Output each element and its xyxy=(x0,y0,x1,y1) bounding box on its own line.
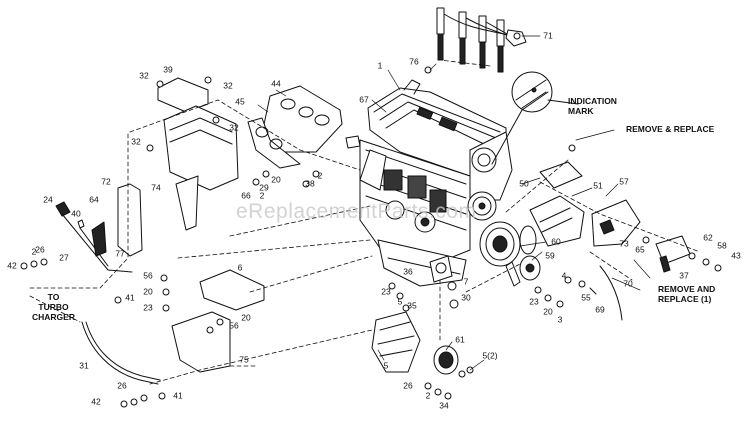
callout-23: 23 xyxy=(143,302,153,313)
callout-27: 27 xyxy=(59,252,69,263)
callout-1: 1 xyxy=(377,60,383,71)
callout-20: 20 xyxy=(241,312,251,323)
callout-20: 20 xyxy=(143,286,153,297)
callout-3: 3 xyxy=(557,314,563,325)
callout-6: 6 xyxy=(237,262,243,273)
callout-70: 70 xyxy=(623,278,633,289)
callout-50: 50 xyxy=(519,178,529,189)
indication-mark-note: INDICATION MARK xyxy=(568,96,617,116)
callout-2: 2 xyxy=(259,190,265,201)
spark-plug-wire-set xyxy=(436,7,527,73)
callout-23: 23 xyxy=(381,286,391,297)
callout-20: 20 xyxy=(543,306,553,317)
callout-44: 44 xyxy=(271,78,281,89)
callout-56: 56 xyxy=(229,320,239,331)
callout-5-2: 5(2) xyxy=(482,350,498,361)
callout-60: 60 xyxy=(551,236,561,247)
engine-block xyxy=(359,79,537,287)
callout-2: 2 xyxy=(317,170,323,181)
right-side-brackets xyxy=(529,161,691,273)
callout-36: 36 xyxy=(403,266,413,277)
callout-42: 42 xyxy=(7,260,17,271)
callout-76: 76 xyxy=(409,56,419,67)
callout-59: 59 xyxy=(545,250,555,261)
callout-41: 41 xyxy=(125,292,135,303)
callout-39: 39 xyxy=(163,64,173,75)
lower-bracket xyxy=(171,269,265,373)
callout-66: 66 xyxy=(241,190,251,201)
callout-2: 2 xyxy=(31,246,37,257)
to-turbo-charger-note: TO TURBO CHARGER xyxy=(32,292,75,322)
callout-32: 32 xyxy=(223,80,233,91)
dashed-leader-lines xyxy=(29,59,701,385)
callout-67: 67 xyxy=(359,94,369,105)
callout-leaders xyxy=(257,35,651,371)
callout-73: 73 xyxy=(619,238,629,249)
callout-5: 5 xyxy=(383,360,389,371)
callout-26: 26 xyxy=(35,244,45,255)
callout-2: 2 xyxy=(425,390,431,401)
callout-62: 62 xyxy=(703,232,713,243)
callout-32: 32 xyxy=(131,136,141,147)
callout-42: 42 xyxy=(91,396,101,407)
callout-74: 74 xyxy=(151,182,161,193)
callout-45: 45 xyxy=(235,96,245,107)
callout-61: 61 xyxy=(455,334,465,345)
turbo-oil-line xyxy=(81,321,161,385)
callout-75: 75 xyxy=(239,354,249,365)
dipstick-assembly xyxy=(55,201,133,273)
watermark: eReplacementParts.com xyxy=(236,200,477,223)
callout-30: 30 xyxy=(461,292,471,303)
remove-and-replace-1-note: REMOVE AND REPLACE (1) xyxy=(658,284,716,304)
callout-77: 77 xyxy=(115,248,125,259)
callout-56: 56 xyxy=(143,270,153,281)
callout-4: 4 xyxy=(561,270,567,281)
callout-72: 72 xyxy=(101,176,111,187)
alternator xyxy=(371,311,459,375)
callout-57: 57 xyxy=(619,176,629,187)
callout-34: 34 xyxy=(439,400,449,411)
water-pump-assembly xyxy=(505,255,623,321)
callout-35: 35 xyxy=(407,300,417,311)
callout-64: 64 xyxy=(89,194,99,205)
callout-23: 23 xyxy=(529,296,539,307)
exhaust-manifold xyxy=(247,85,361,169)
callout-65: 65 xyxy=(635,244,645,255)
callout-7: 7 xyxy=(463,276,469,287)
callout-71: 71 xyxy=(543,30,553,41)
callout-26: 26 xyxy=(117,380,127,391)
callout-32: 32 xyxy=(229,122,239,133)
callout-69: 69 xyxy=(595,304,605,315)
callout-51: 51 xyxy=(593,180,603,191)
callout-55: 55 xyxy=(581,292,591,303)
callout-31: 31 xyxy=(79,360,89,371)
callout-20: 20 xyxy=(271,174,281,185)
callout-40: 40 xyxy=(71,208,81,219)
callout-24: 24 xyxy=(43,194,53,205)
remove-replace-note: REMOVE & REPLACE xyxy=(626,124,715,134)
callout-29: 29 xyxy=(259,182,269,193)
fasteners xyxy=(20,66,722,408)
callout-26: 26 xyxy=(403,380,413,391)
callout-5: 5 xyxy=(397,296,403,307)
callout-32: 32 xyxy=(139,70,149,81)
indication-mark-detail xyxy=(491,71,579,165)
callout-38: 38 xyxy=(305,178,315,189)
callout-41: 41 xyxy=(173,390,183,401)
callout-37: 37 xyxy=(679,270,689,281)
callout-58: 58 xyxy=(717,240,727,251)
heat-shields xyxy=(117,77,239,257)
callout-43: 43 xyxy=(731,250,741,261)
